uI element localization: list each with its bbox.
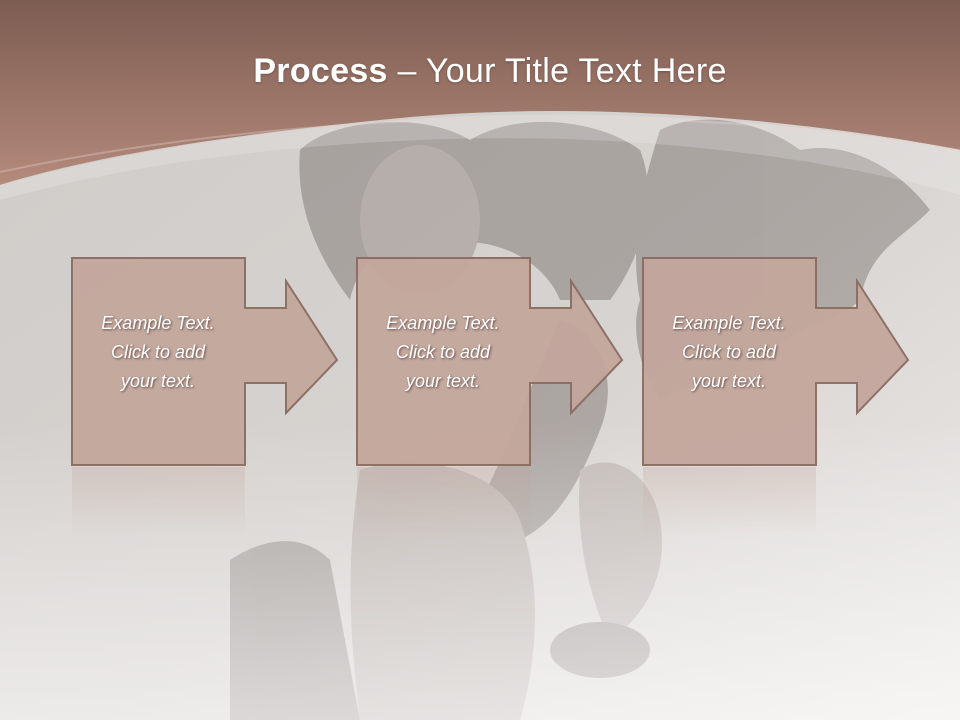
step-text-line-1: Example Text. <box>386 313 500 333</box>
title-rest: Your Title Text Here <box>425 52 727 90</box>
step-text-line-1: Example Text. <box>101 313 215 333</box>
step-text-line-3: your text. <box>691 371 767 391</box>
step-text-line-3: your text. <box>405 371 481 391</box>
step-text-line-2: Click to add <box>395 342 491 362</box>
step-box-with-arrow <box>71 257 339 466</box>
step-text-line-2: Click to add <box>681 342 777 362</box>
step-text[interactable]: Example Text. Click to add your text. <box>71 309 245 396</box>
step-text-line-3: your text. <box>120 371 196 391</box>
process-step-1[interactable]: Example Text. Click to add your text. <box>71 257 347 467</box>
step-text[interactable]: Example Text. Click to add your text. <box>642 309 816 396</box>
header-band <box>0 0 960 185</box>
step-text-line-2: Click to add <box>110 342 206 362</box>
step-text-line-1: Example Text. <box>672 313 786 333</box>
step-box-with-arrow <box>642 257 910 466</box>
title-bold: Process <box>253 52 388 90</box>
step-box-with-arrow <box>356 257 624 466</box>
title-dash: – <box>387 52 426 90</box>
process-step-3[interactable]: Example Text. Click to add your text. <box>642 257 918 467</box>
step-text[interactable]: Example Text. Click to add your text. <box>356 309 530 396</box>
process-step-2[interactable]: Example Text. Click to add your text. <box>356 257 632 467</box>
slide-title[interactable]: Process – Your Title Text Here <box>0 52 960 91</box>
header-swoosh <box>0 114 960 200</box>
